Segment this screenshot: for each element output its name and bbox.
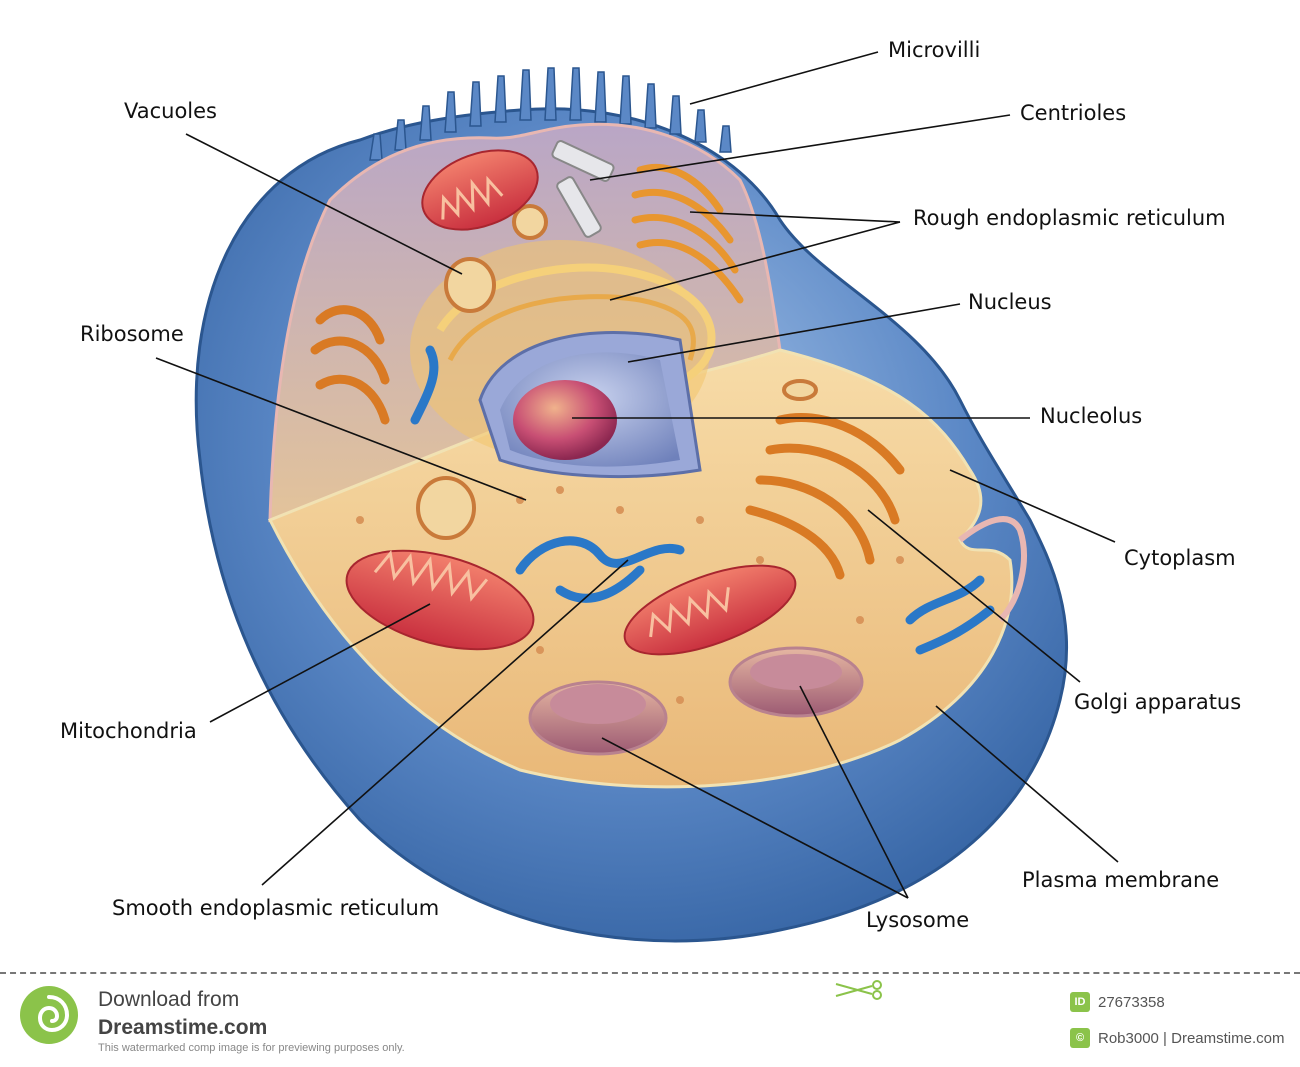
label-smooth-er: Smooth endoplasmic reticulum (112, 896, 440, 920)
footer-download-text: Download from (98, 988, 240, 1011)
label-microvilli: Microvilli (888, 38, 981, 62)
dreamstime-logo-icon (20, 986, 78, 1044)
mitochondria-shape (345, 149, 797, 656)
footer-brand: Dreamstime.com (98, 1016, 268, 1039)
copyright-icon: © (1070, 1028, 1090, 1048)
label-plasma-membrane: Plasma membrane (1022, 868, 1220, 892)
watermark-footer: Download from Dreamstime.com This waterm… (0, 972, 1300, 1067)
id-badge: ID (1070, 992, 1090, 1012)
label-nucleus: Nucleus (968, 290, 1052, 314)
footer-credit: Rob3000 | Dreamstime.com (1098, 1030, 1285, 1047)
label-mitochondria: Mitochondria (60, 719, 197, 743)
smooth-er-shape (410, 345, 995, 655)
footer-id: 27673358 (1098, 994, 1165, 1011)
label-vacuoles: Vacuoles (124, 99, 218, 123)
centrioles-shape (551, 140, 615, 238)
footer-note: This watermarked comp image is for previ… (98, 1042, 405, 1054)
nucleolus-shape (513, 380, 617, 460)
vacuoles-shape (416, 204, 818, 540)
label-cytoplasm: Cytoplasm (1124, 546, 1236, 570)
microvilli-shape (369, 67, 732, 161)
label-rough-er: Rough endoplasmic reticulum (913, 206, 1226, 230)
cell-illustration (155, 51, 1119, 943)
label-lysosome: Lysosome (866, 908, 970, 932)
rough-er-shape (631, 163, 744, 304)
label-centrioles: Centrioles (1020, 101, 1127, 125)
label-ribosome: Ribosome (80, 322, 184, 346)
leader-lines (155, 51, 1119, 899)
label-nucleolus: Nucleolus (1040, 404, 1143, 428)
label-golgi: Golgi apparatus (1074, 690, 1242, 714)
lysosome-shape (528, 646, 864, 756)
scissors-icon (835, 980, 882, 1000)
